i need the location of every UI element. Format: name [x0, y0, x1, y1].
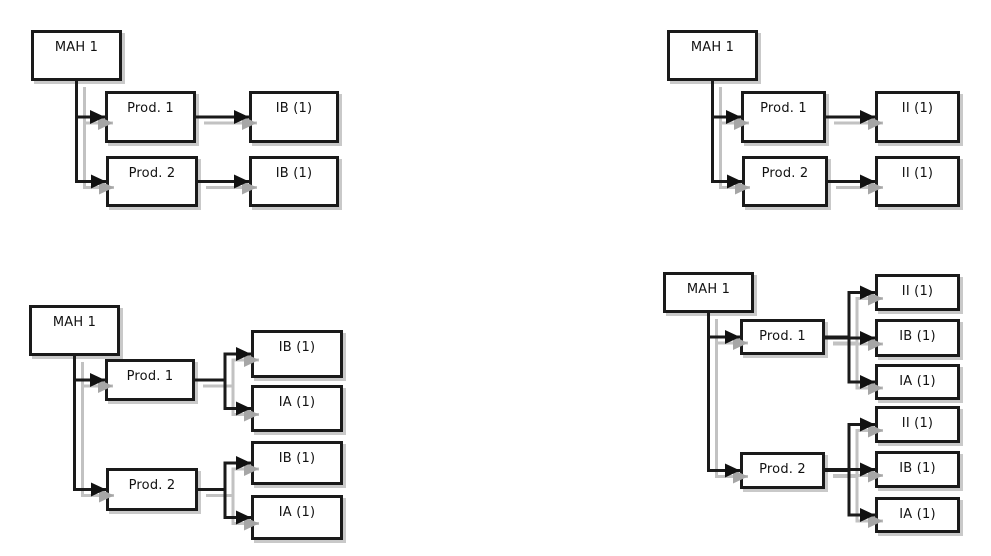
node-top-right-mah: MAH 1	[667, 30, 758, 81]
node-label: MAH 1	[52, 315, 97, 330]
node-bottom-left-ib1: IB (1)	[251, 330, 343, 378]
node-label: MAH 1	[686, 282, 731, 297]
node-label: II (1)	[901, 284, 934, 299]
node-label: MAH 1	[54, 40, 99, 55]
node-bottom-right-ii2: II (1)	[875, 406, 960, 443]
node-top-left-ib2: IB (1)	[249, 156, 339, 207]
node-label: Prod. 2	[128, 166, 176, 181]
node-bottom-right-prod2: Prod. 2	[740, 452, 825, 489]
node-label: IB (1)	[275, 166, 313, 181]
node-label: Prod. 2	[128, 478, 176, 493]
node-label: II (1)	[901, 416, 934, 431]
node-label: Prod. 1	[126, 369, 174, 384]
node-top-right-ii2: II (1)	[875, 156, 960, 207]
node-bottom-left-ia2: IA (1)	[251, 495, 343, 540]
node-label: Prod. 1	[127, 101, 174, 116]
node-label: IA (1)	[278, 505, 316, 520]
node-label: IB (1)	[899, 329, 936, 344]
node-label: IA (1)	[899, 374, 936, 389]
node-top-left-ib1: IB (1)	[249, 91, 339, 143]
node-bottom-right-ii1: II (1)	[875, 274, 960, 311]
node-label: II (1)	[901, 166, 934, 181]
node-label: Prod. 2	[761, 166, 809, 181]
node-label: II (1)	[901, 101, 934, 116]
node-label: IA (1)	[278, 395, 316, 410]
node-label: IB (1)	[278, 340, 316, 355]
node-top-left-prod1: Prod. 1	[105, 91, 196, 143]
node-top-left-mah: MAH 1	[31, 30, 122, 81]
node-top-right-prod2: Prod. 2	[742, 156, 828, 207]
node-top-left-prod2: Prod. 2	[106, 156, 198, 207]
node-top-right-prod1: Prod. 1	[741, 91, 826, 143]
node-label: IB (1)	[275, 101, 313, 116]
node-label: Prod. 2	[759, 462, 806, 477]
node-label: IB (1)	[899, 461, 936, 476]
node-label: IB (1)	[278, 451, 316, 466]
node-label: Prod. 1	[760, 101, 807, 116]
node-bottom-left-prod2: Prod. 2	[106, 468, 198, 511]
node-label: Prod. 1	[759, 329, 806, 344]
node-label: MAH 1	[690, 40, 735, 55]
node-bottom-right-ib2: IB (1)	[875, 451, 960, 488]
node-bottom-right-ia2: IA (1)	[875, 497, 960, 533]
node-bottom-left-ib2: IB (1)	[251, 441, 343, 485]
node-bottom-left-ia1: IA (1)	[251, 385, 343, 432]
node-top-right-ii1: II (1)	[875, 91, 960, 143]
node-bottom-right-ib1: IB (1)	[875, 319, 960, 357]
node-label: IA (1)	[899, 507, 936, 522]
node-bottom-right-mah: MAH 1	[663, 272, 754, 313]
node-bottom-right-prod1: Prod. 1	[740, 319, 825, 355]
node-bottom-left-mah: MAH 1	[29, 305, 120, 356]
node-bottom-left-prod1: Prod. 1	[105, 359, 195, 401]
node-bottom-right-ia1: IA (1)	[875, 364, 960, 400]
